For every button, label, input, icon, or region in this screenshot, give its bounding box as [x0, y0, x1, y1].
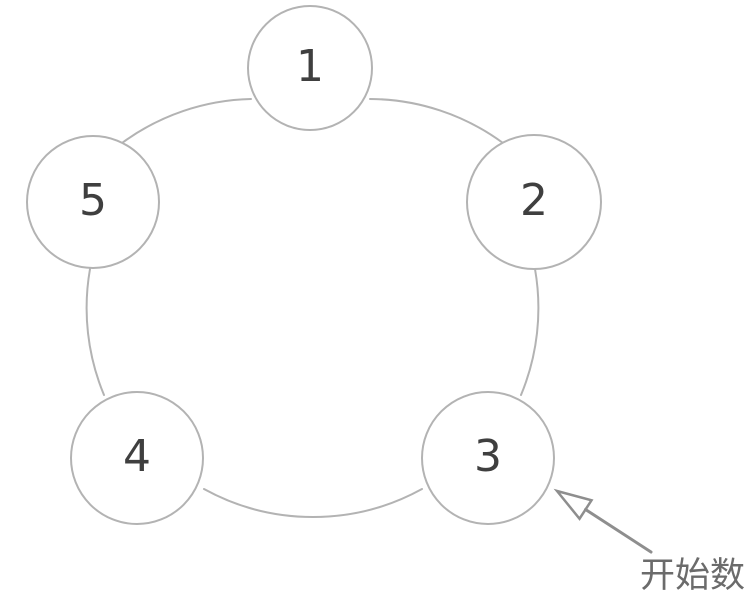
- edge-4-to-5: [85, 268, 105, 396]
- node-5-label: 5: [79, 175, 107, 226]
- node-1-label: 1: [296, 41, 324, 92]
- node-2-label: 2: [520, 175, 548, 226]
- node-5-circle[interactable]: [26, 135, 160, 269]
- node-group-2[interactable]: 2: [466, 134, 602, 270]
- annotation-label: 开始数: [640, 556, 745, 596]
- node-1-circle[interactable]: [247, 5, 373, 131]
- node-3-label: 3: [474, 431, 502, 482]
- annotation-arrow-shaft: [584, 508, 653, 554]
- node-group-5[interactable]: 5: [26, 135, 160, 269]
- node-3-circle[interactable]: [421, 391, 555, 525]
- edge-1-to-2: [369, 98, 504, 144]
- node-group-4[interactable]: 4: [70, 391, 204, 525]
- edge-5-to-1: [121, 98, 252, 144]
- node-group-1[interactable]: 1: [247, 5, 373, 131]
- edge-2-to-3: [520, 268, 540, 396]
- annotation-arrow-head-icon: [553, 488, 594, 521]
- node-4-circle[interactable]: [70, 391, 204, 525]
- node-4-label: 4: [123, 431, 151, 482]
- nodes: 1 2 3 4 5: [26, 5, 602, 525]
- node-2-circle[interactable]: [466, 134, 602, 270]
- node-group-3[interactable]: 3: [421, 391, 555, 525]
- ring-arcs: [85, 98, 540, 518]
- edge-3-to-4: [203, 488, 423, 518]
- start-annotation: 开始数: [553, 488, 745, 596]
